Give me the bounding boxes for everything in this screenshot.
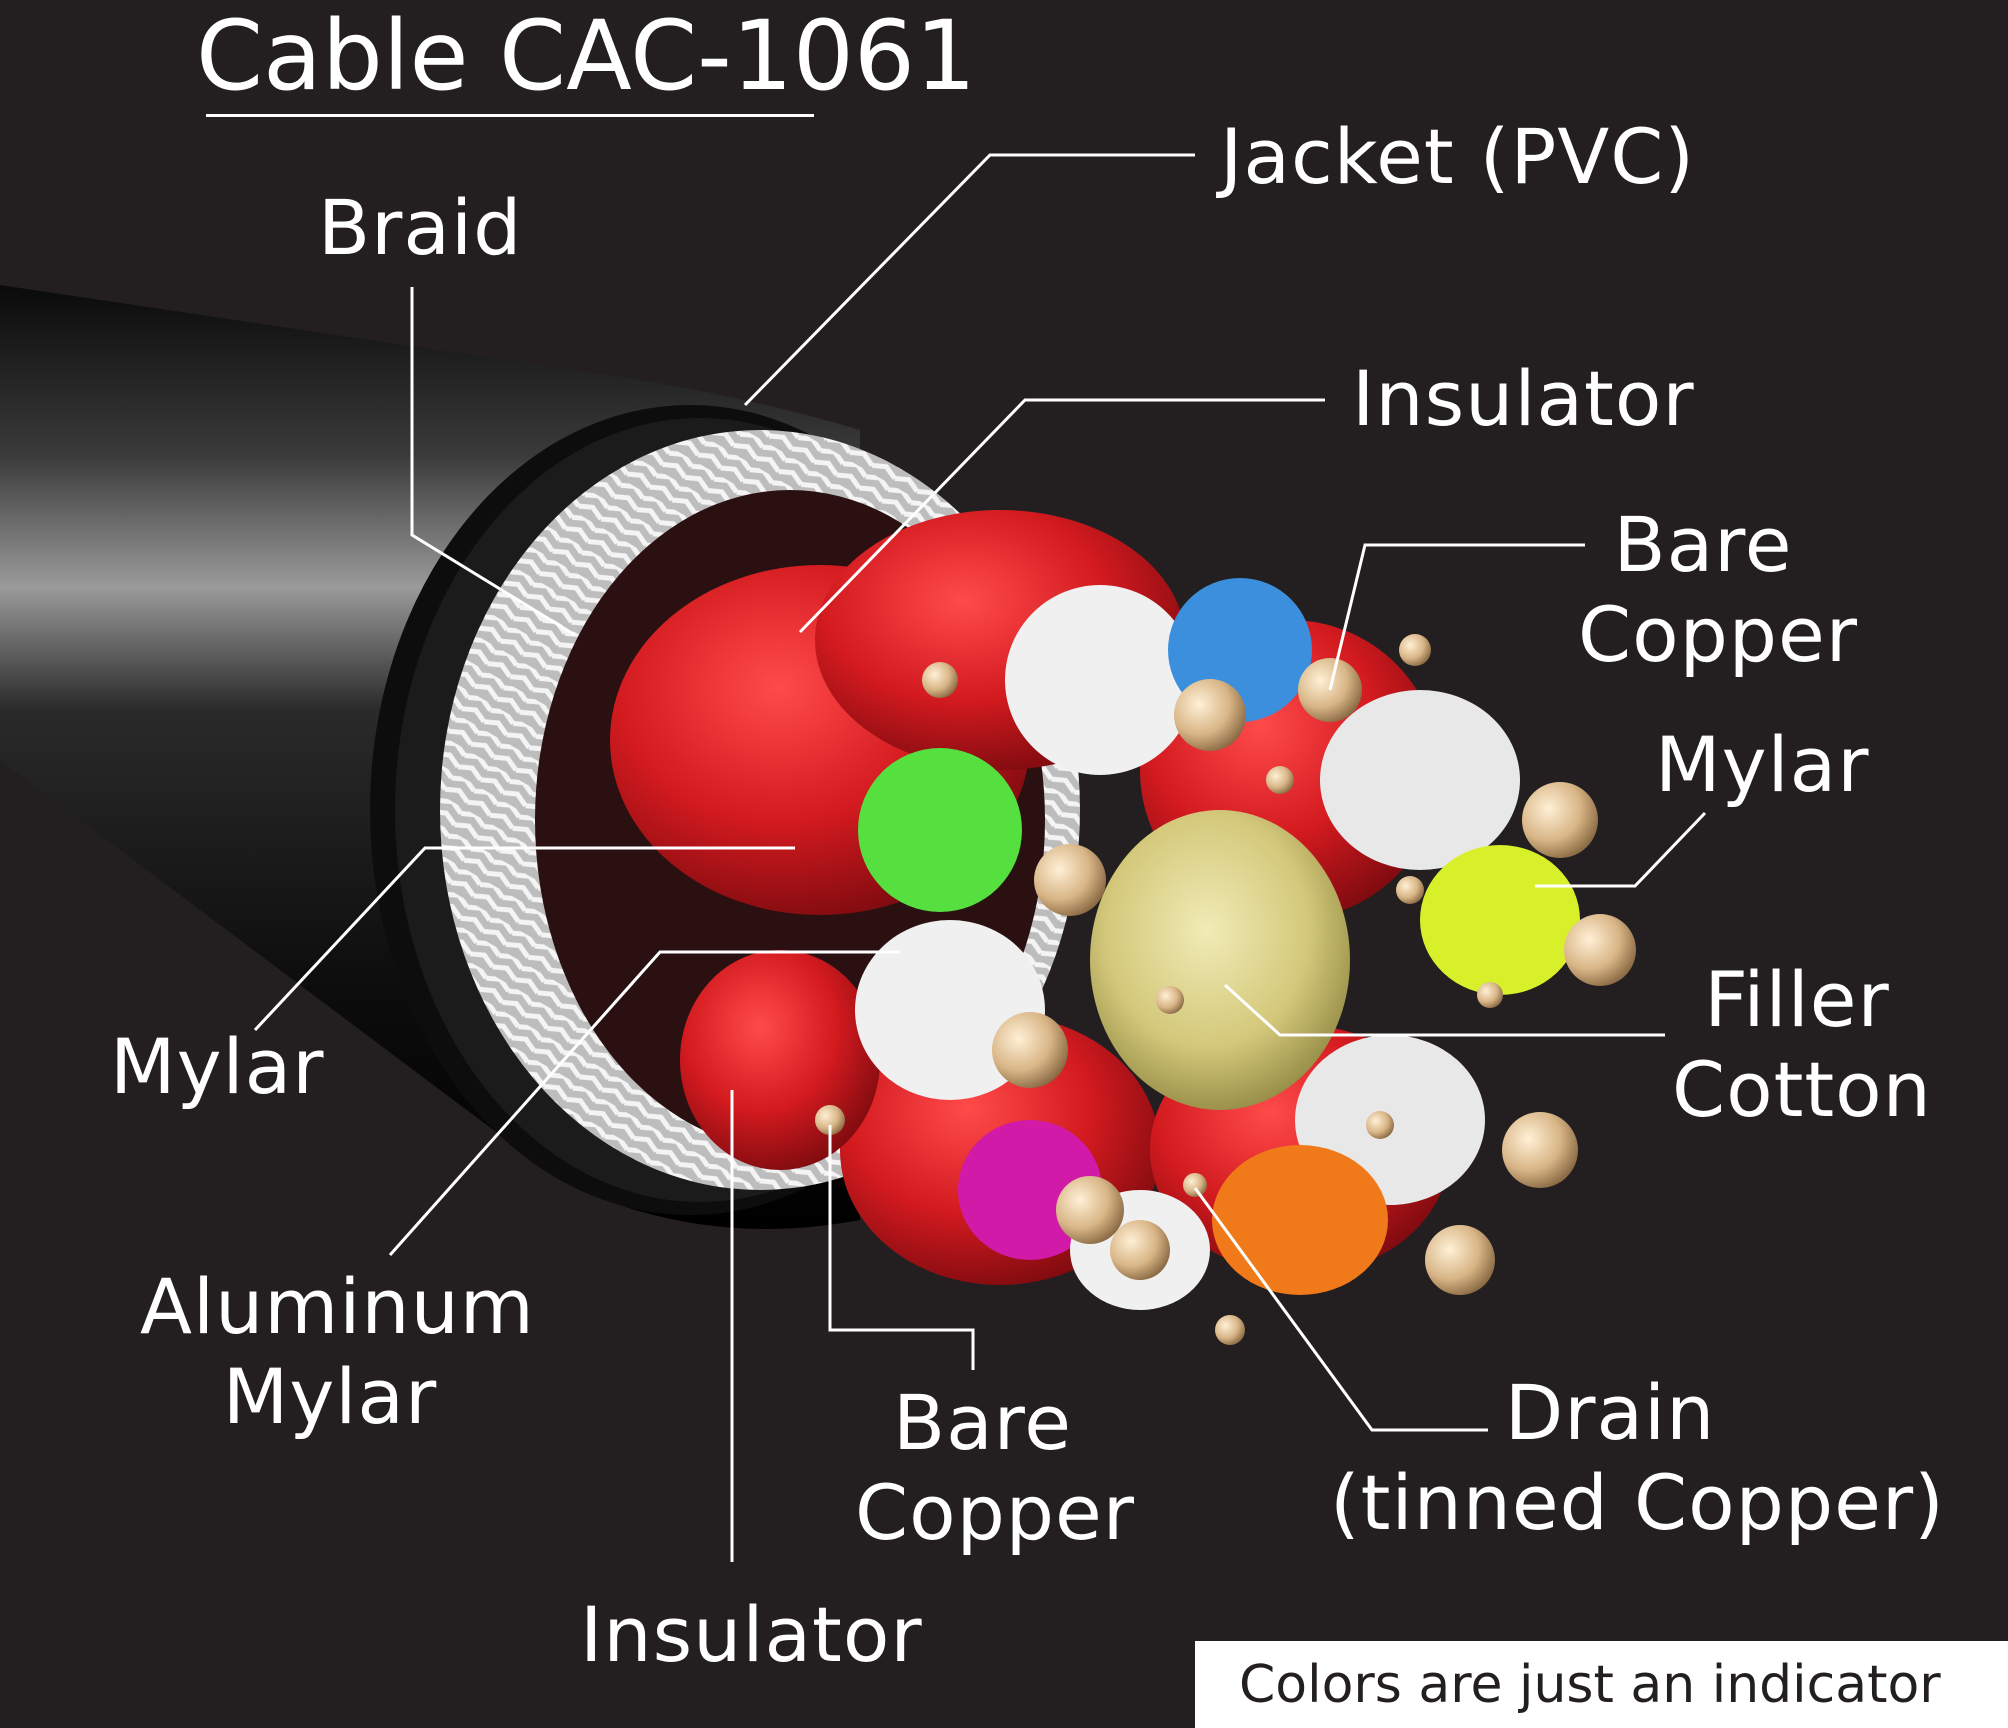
label-drain-line1: Drain [1504,1368,1716,1457]
note-box: Colors are just an indicator [1195,1641,2008,1728]
copper-conductors [815,634,1636,1345]
label-filler-cotton: Filler Cotton [1672,955,1932,1135]
leader-braid [410,287,576,637]
title-underline [206,114,814,117]
label-bare-copper-bottom: Bare Copper [855,1378,1136,1558]
page-title: Cable CAC-1061 [196,0,977,112]
label-mylar-right: Mylar [1655,720,1870,809]
leader-aluminum-mylar [388,950,900,1256]
label-aluminum-mylar: Aluminum Mylar [140,1262,535,1442]
leader-mylar-right [1535,811,1707,888]
label-bare-copper-top-line2: Copper [1578,590,1859,679]
label-braid: Braid [318,183,523,272]
leader-drain [1193,1187,1488,1432]
label-drain-line2: (tinned Copper) [1330,1458,1945,1547]
conductor-insulators [855,578,1580,1310]
label-aluminum-mylar-line1: Aluminum [140,1262,535,1351]
leader-mylar-left [253,846,795,1032]
label-filler-cotton-line2: Cotton [1672,1045,1932,1134]
leader-filler-cotton [1223,983,1665,1037]
label-bare-copper-top: Bare Copper [1578,500,1859,680]
leader-lines [253,153,1707,1562]
label-bare-copper-top-line1: Bare [1613,500,1793,589]
filler-cotton [1090,810,1350,1110]
note-text: Colors are just an indicator [1239,1655,1941,1715]
label-bare-copper-bottom-line1: Bare [892,1378,1073,1467]
label-bare-copper-bottom-line2: Copper [855,1468,1136,1557]
label-aluminum-mylar-line2: Mylar [222,1352,438,1441]
leader-jacket [743,153,1195,407]
leader-insulator-top [798,398,1325,634]
leader-bare-copper-top [1328,543,1585,691]
label-drain: Drain (tinned Copper) [1330,1368,1945,1548]
label-mylar-left: Mylar [110,1022,325,1111]
label-filler-cotton-line1: Filler [1704,955,1890,1044]
leader-bare-copper-bottom [828,1125,975,1370]
label-insulator-bottom: Insulator [580,1590,923,1679]
label-jacket: Jacket (PVC) [1220,112,1695,201]
label-insulator-top: Insulator [1352,354,1695,443]
